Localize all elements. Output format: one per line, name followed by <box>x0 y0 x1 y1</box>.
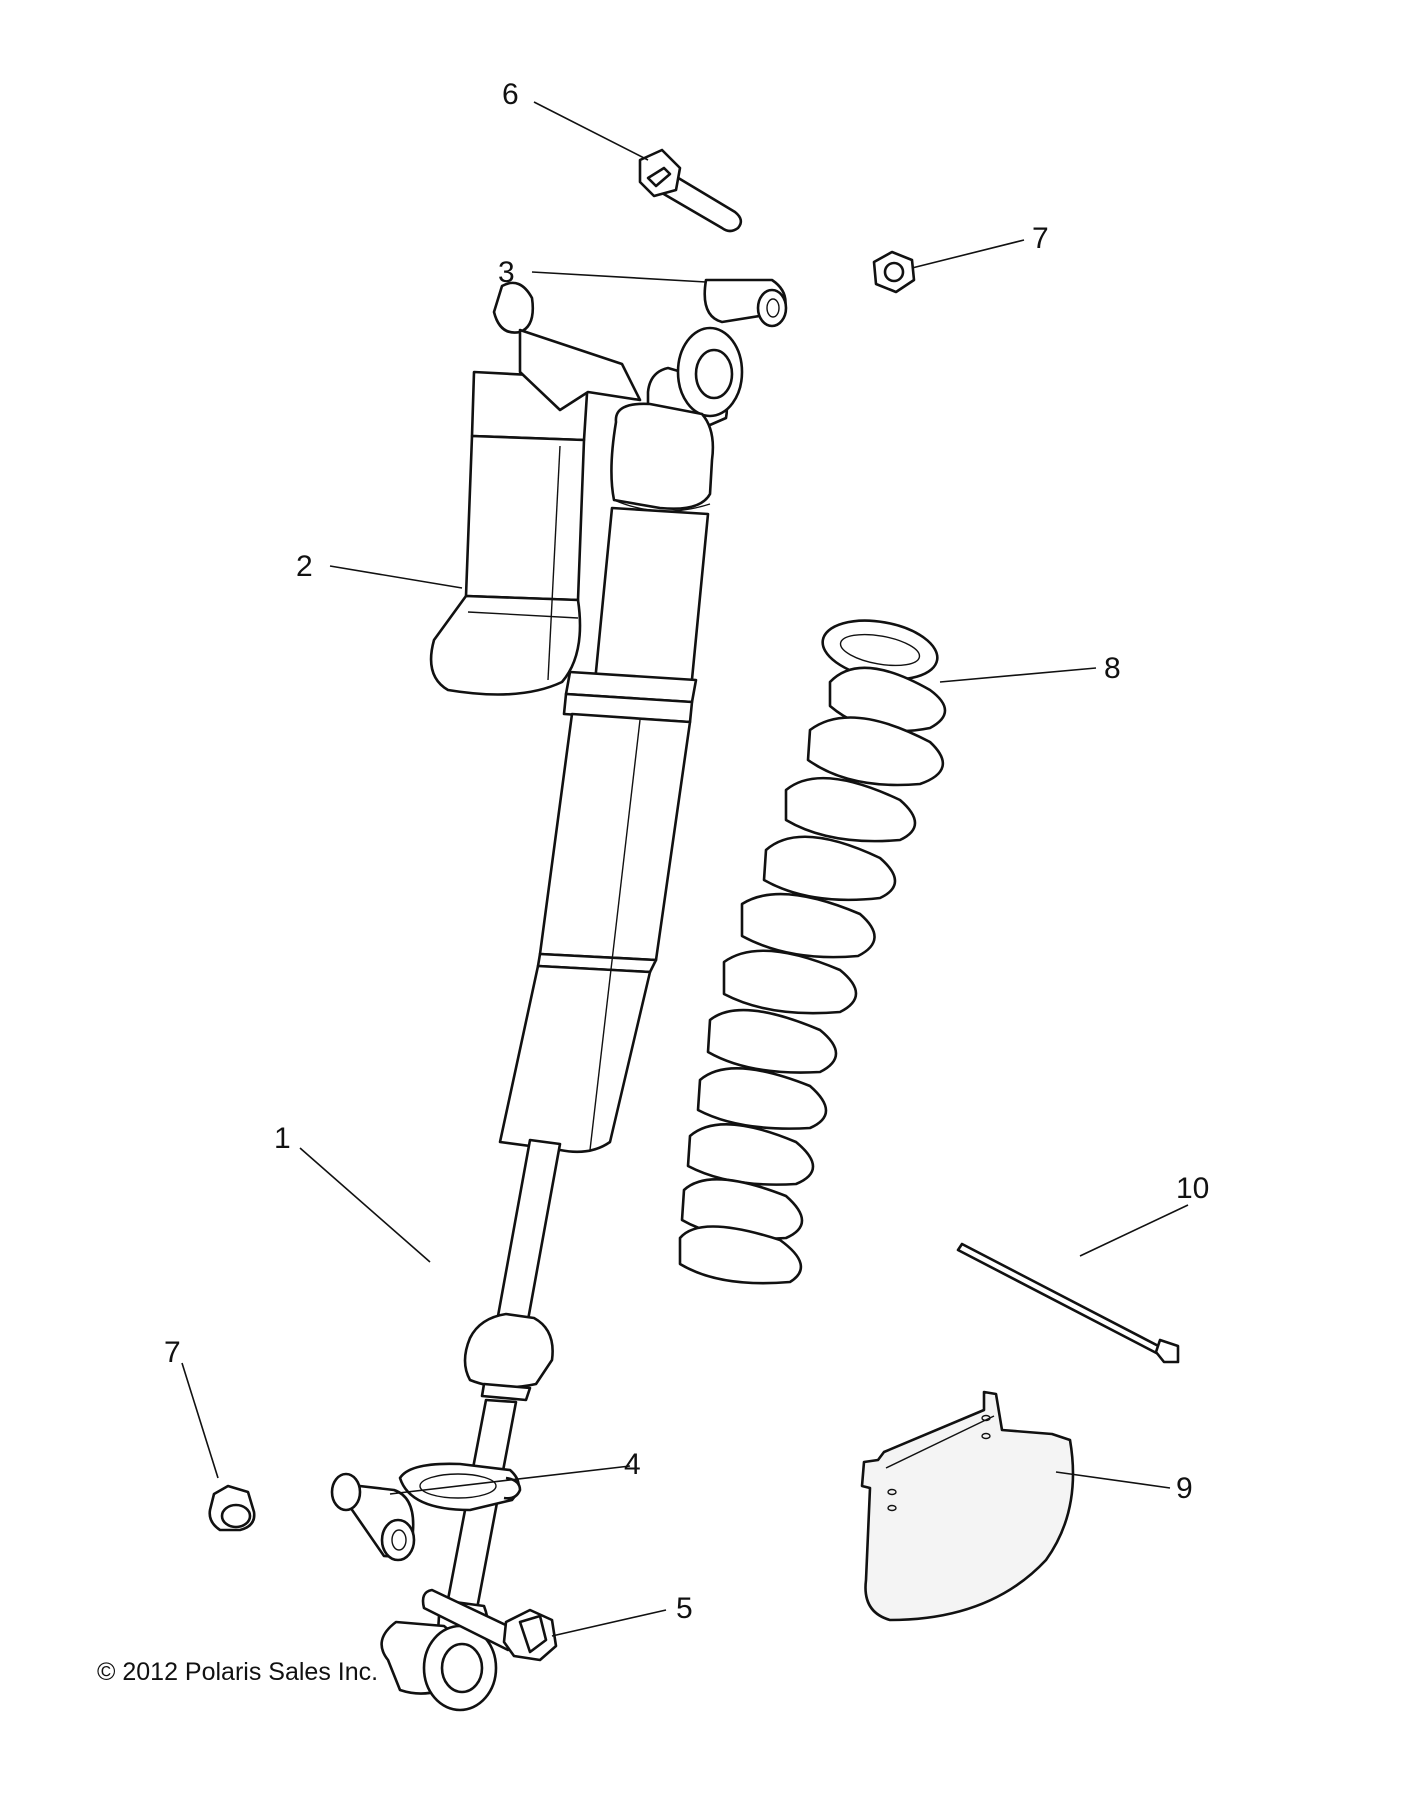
callout-5: 5 <box>676 1592 693 1625</box>
part-6-bolt <box>638 148 743 233</box>
part-8-coil-spring <box>678 619 947 1285</box>
callout-8: 8 <box>1104 652 1121 685</box>
copyright-notice: © 2012 Polaris Sales Inc. <box>97 1658 379 1686</box>
part-10-cable-tie <box>956 1242 1180 1364</box>
callout-1: 1 <box>274 1122 291 1155</box>
part-5-bolt <box>421 1588 558 1662</box>
part-9-shield <box>860 1390 1075 1622</box>
callout-labels: 6 7 3 2 8 1 10 7 4 9 5 <box>164 78 1209 1625</box>
part-3-spacer <box>703 278 788 328</box>
callout-10: 10 <box>1176 1172 1209 1205</box>
part-4-spacer <box>330 1472 416 1562</box>
part-7-nut-top <box>872 250 916 294</box>
part-1-spring-retainer <box>398 1462 522 1512</box>
callout-7-bottom: 7 <box>164 1336 181 1369</box>
callout-3: 3 <box>498 256 515 289</box>
leader-lines <box>181 101 1189 1637</box>
part-7-nut-bottom <box>208 1484 256 1532</box>
callout-6: 6 <box>502 78 519 111</box>
callout-4: 4 <box>624 1448 641 1481</box>
callout-7-top: 7 <box>1032 222 1049 255</box>
callout-2: 2 <box>296 550 313 583</box>
callout-9: 9 <box>1176 1472 1193 1505</box>
part-2-shock-absorber <box>380 281 744 1712</box>
